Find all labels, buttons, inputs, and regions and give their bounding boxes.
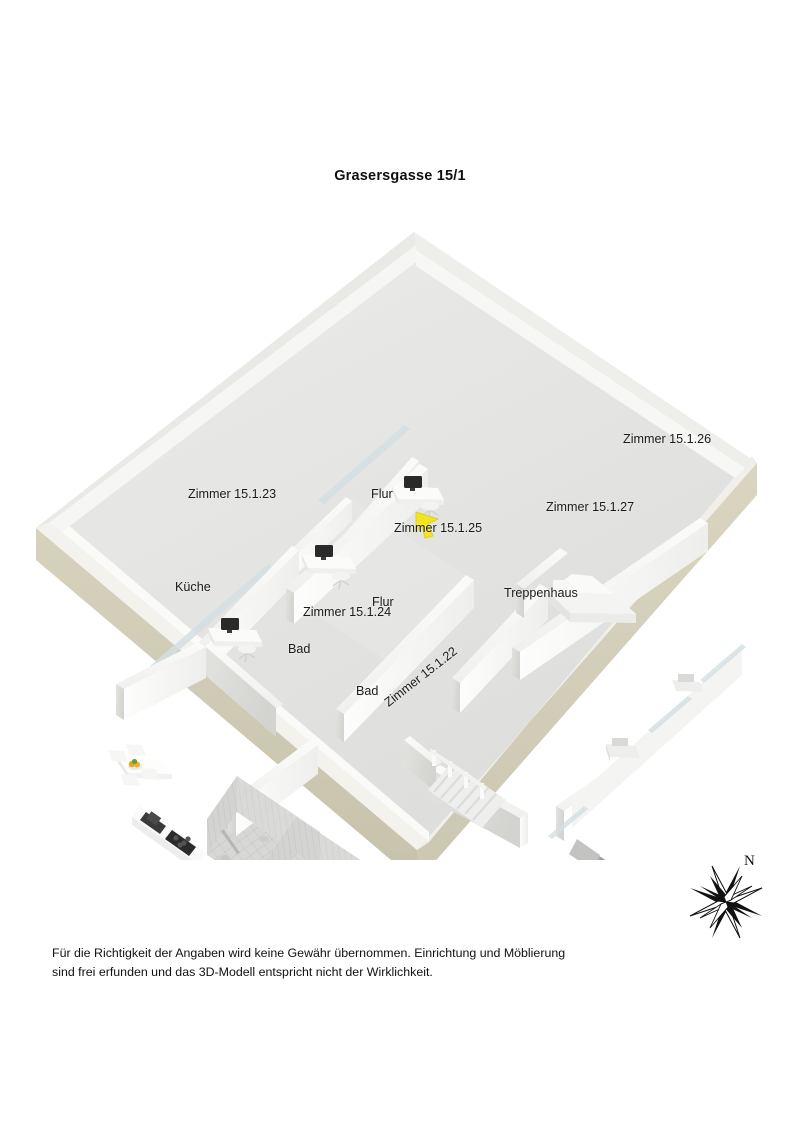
exterior-wall-left [36, 528, 417, 860]
desk-set-25 [392, 476, 444, 520]
bad-2-floor [291, 853, 307, 860]
bed-26 [548, 574, 636, 623]
bath-1-fixtures [220, 829, 269, 860]
interior-walls [116, 425, 746, 860]
floorplan-graphic [36, 232, 757, 860]
shelf-26b [672, 674, 704, 692]
window-band-left [150, 564, 274, 670]
bad-2-wall [266, 817, 296, 860]
disclaimer-text: Für die Richtigkeit der Angaben wird kei… [52, 944, 652, 982]
compass-north-label: N [744, 853, 755, 869]
disclaimer-line-2: sind frei erfunden und das 3D-Modell ent… [52, 965, 433, 979]
bad-1-wall [207, 776, 237, 855]
floorplan-3d-view[interactable]: Zimmer 15.1.25 Zimmer 15.1.24 Zimmer 15.… [0, 210, 800, 860]
kitchen-counter [132, 806, 206, 860]
page-title: Grasersgasse 15/1 [334, 168, 466, 184]
desk-set-23 [208, 618, 262, 663]
stairwell-stairs [428, 748, 506, 828]
shelf-27 [606, 738, 640, 762]
compass-star-icon [689, 865, 763, 939]
furniture [108, 476, 704, 860]
exterior-stairs [569, 839, 606, 860]
dining-set [108, 744, 172, 786]
window-right-1 [700, 644, 746, 683]
disclaimer-line-1: Für die Richtigkeit der Angaben wird kei… [52, 946, 566, 960]
entrance-marker-icon [415, 511, 440, 539]
desk-set-24 [302, 545, 356, 590]
compass-rose: N [686, 853, 770, 942]
